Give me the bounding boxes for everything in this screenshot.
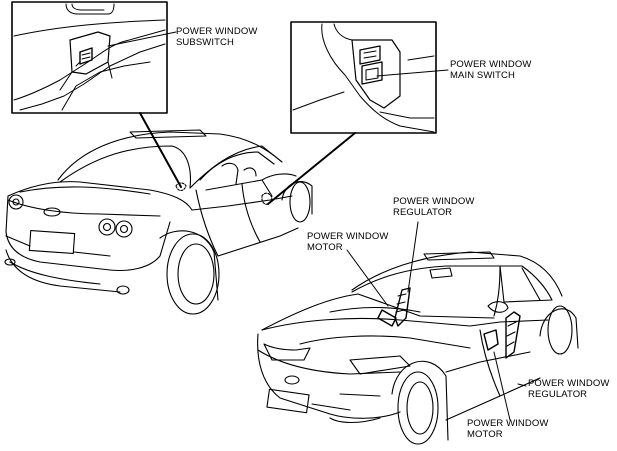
callout-line-2: MOTOR — [307, 242, 343, 253]
subswitch-leader-line — [139, 112, 182, 188]
car-rear-view — [4, 129, 313, 315]
callout-line-2: SUBSWITCH — [176, 37, 234, 48]
main-switch-callout: POWER WINDOW MAIN SWITCH — [450, 59, 531, 81]
subswitch-callout: POWER WINDOW SUBSWITCH — [176, 26, 257, 48]
callout-line-1: POWER WINDOW — [467, 418, 549, 429]
callout-line-1: POWER WINDOW — [307, 231, 389, 242]
car-front-view — [257, 251, 579, 445]
callout-line-2: MOTOR — [467, 429, 503, 440]
regulator-lower-callout: POWER WINDOW REGULATOR — [528, 378, 609, 400]
callout-line-1: POWER WINDOW — [176, 26, 258, 37]
motor-upper-callout: POWER WINDOW MOTOR — [307, 231, 388, 253]
main-switch-leader-line — [267, 132, 356, 205]
subswitch-detail-box — [11, 1, 168, 114]
callout-line-1: POWER WINDOW — [528, 378, 610, 389]
callout-line-2: MAIN SWITCH — [450, 70, 515, 81]
main-switch-detail-box — [290, 21, 437, 134]
callout-line-1: POWER WINDOW — [450, 59, 532, 70]
callout-line-2: REGULATOR — [528, 389, 588, 400]
callout-line-1: POWER WINDOW — [393, 196, 475, 207]
regulator-upper-callout: POWER WINDOW REGULATOR — [393, 196, 474, 218]
callout-line-2: REGULATOR — [393, 207, 453, 218]
callout-leader-lines — [107, 31, 527, 421]
motor-lower-callout: POWER WINDOW MOTOR — [467, 418, 548, 440]
